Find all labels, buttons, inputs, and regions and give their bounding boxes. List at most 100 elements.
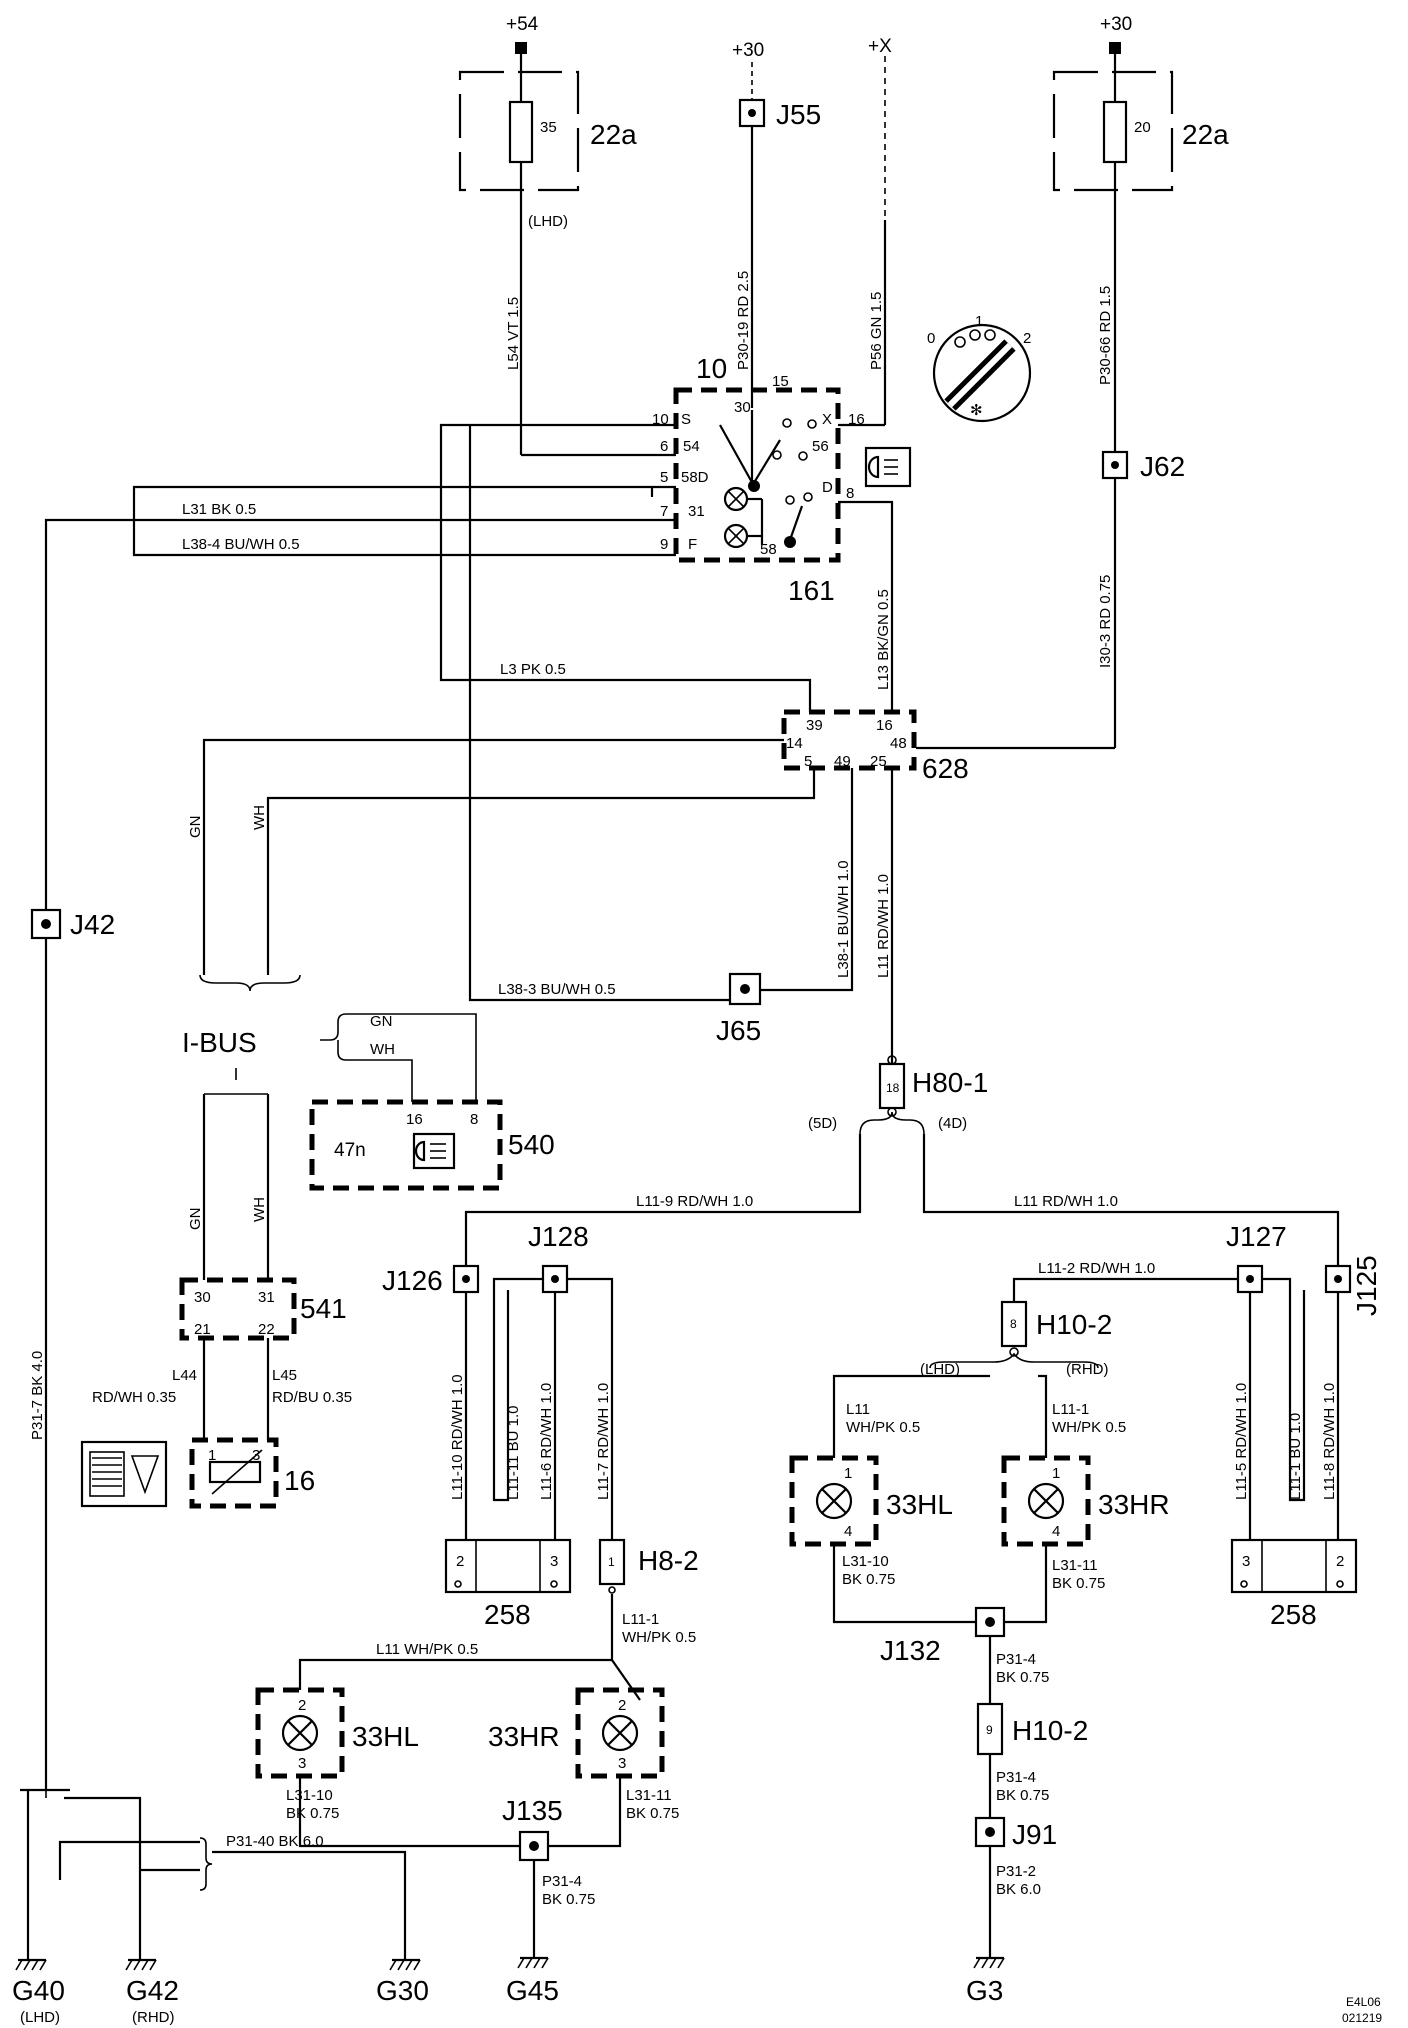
ibus-label: I-BUS [182,1027,257,1058]
svg-text:3: 3 [1242,1553,1250,1570]
junction-j62: J62 [916,450,1185,750]
svg-text:58: 58 [760,541,777,558]
supply-plus30-right: +30 [1100,14,1132,35]
lamp-33hr-lower: 2 3 33HR [488,1687,665,1779]
comp-258a-label: 258 [484,1599,531,1630]
svg-text:J126: J126 [382,1265,443,1296]
svg-text:X: X [822,411,832,428]
svg-text:(LHD): (LHD) [20,2009,60,2026]
tag-5d: (5D) [808,1115,837,1132]
wire-l38-1: L38-1 BU/WH 1.0 [835,860,852,978]
wire-l31-10b-l2: BK 0.75 [286,1805,339,1822]
h10-2-upper-label: H10-2 [1036,1309,1112,1340]
wire-p31-40: P31-40 BK 6.0 [226,1833,324,1850]
comp-540-label: 540 [508,1129,555,1160]
svg-text:25: 25 [870,753,887,770]
supply-plus30-mid: +30 [732,40,764,61]
svg-text:18: 18 [886,1081,900,1095]
ground-g30: G30 [376,1958,429,2006]
lamp-33hl-upper: 1 4 33HL [789,1455,953,1547]
wire-l11-6: L11-6 RD/WH 1.0 [538,1383,555,1500]
svg-text:16: 16 [406,1111,423,1128]
lamp-33hl-b-label: 33HL [352,1721,419,1752]
junction-j42: J42 [30,908,115,940]
wire-l11-1b-l2: WH/PK 0.5 [622,1629,696,1646]
light-switch-knob-symbol: 0 1 2 ✻ [927,313,1031,423]
junction-j55: J55 [738,98,821,130]
connector-258-right: 3 2 258 [1230,1538,1358,1630]
tag-lhd-right: (LHD) [920,1361,960,1378]
wire-l11-9: L11-9 RD/WH 1.0 [636,1193,753,1210]
svg-text:J65: J65 [716,1015,761,1046]
wire-l11-1bu: L11-1 BU 1.0 [1287,1413,1304,1500]
wire-l11-main: L11 RD/WH 1.0 [875,874,892,978]
light-switch-10: 10 161 10 S 6 54 5 58D 7 31 9 F 30 15 X … [652,353,865,606]
wire-p31-7: P31-7 BK 4.0 [29,1351,46,1440]
svg-text:J42: J42 [70,909,115,940]
comp-541-label: 541 [300,1293,347,1324]
junction-j126: J126 [382,1264,480,1296]
wire-l11-10: L11-10 RD/WH 1.0 [449,1374,466,1500]
footer-code-1: E4L06 [1346,1995,1381,2009]
h10-2-lower-label: H10-2 [1012,1715,1088,1746]
svg-text:2: 2 [618,1697,626,1714]
wire-p31-2-l2: BK 6.0 [996,1881,1041,1898]
wire-l11-1-l1: L11-1 [1052,1401,1089,1418]
wire-p31-4c-l2: BK 0.75 [542,1891,595,1908]
svg-text:G40: G40 [12,1975,65,2006]
svg-text:56: 56 [812,438,829,455]
comp-161-label: 161 [788,575,835,606]
wire-l11-1-l2: WH/PK 0.5 [1052,1419,1126,1436]
svg-text:3: 3 [252,1447,260,1464]
fuse-35-label: 35 [540,119,557,136]
wire-l31-11-l2: BK 0.75 [1052,1575,1105,1592]
svg-text:G42: G42 [126,1975,179,2006]
wire-l44-b: RD/WH 0.35 [92,1389,176,1406]
wire-l31-10-l1: L31-10 [842,1553,889,1570]
svg-text:3: 3 [618,1755,626,1772]
svg-text:22: 22 [258,1321,275,1338]
svg-text:✻: ✻ [970,402,983,419]
wire-l13: L13 BK/GN 0.5 [875,589,892,690]
svg-text:5: 5 [804,753,812,770]
junction-j127: J127 [1226,1221,1287,1294]
svg-text:5: 5 [660,469,668,486]
comp-16-label: 16 [284,1465,315,1496]
knob-pos-1: 1 [975,313,983,330]
svg-text:3: 3 [550,1553,558,1570]
svg-text:S: S [681,411,691,428]
lamp-33hr-upper: 1 4 33HR [1001,1455,1170,1547]
junction-j91: J91 [974,1816,1057,1850]
wire-540-gn: GN [370,1013,393,1030]
wire-l45-b: RD/BU 0.35 [272,1389,352,1406]
wire-p31-4a-l1: P31-4 [996,1651,1036,1668]
knob-pos-0: 0 [927,330,935,347]
svg-text:J135: J135 [502,1795,563,1826]
svg-text:21: 21 [194,1321,211,1338]
ground-g3: G3 [966,1956,1005,2006]
wire-p30-19: P30-19 RD 2.5 [735,271,752,370]
svg-text:(RHD): (RHD) [132,2009,175,2026]
junction-j125: J125 [1324,1255,1382,1316]
connector-h10-2-upper: 8 H10-2 (LHD) (RHD) [920,1300,1112,1378]
wire-p30-66: P30-66 RD 1.5 [1097,286,1114,385]
wire-l45-a: L45 [272,1367,297,1384]
svg-text:3: 3 [298,1755,306,1772]
wire-l31-11-l1: L31-11 [1052,1557,1098,1574]
svg-text:F: F [688,536,697,553]
lamp-33hr-b-label: 33HR [488,1721,560,1752]
wire-gn-lower: GN [187,1208,204,1231]
connector-h80-1: 18 H80-1 (5D) (4D) [808,1055,988,1135]
wire-l11-2: L11-2 RD/WH 1.0 [1038,1260,1155,1277]
lamp-33hl-a-label: 33HL [886,1489,953,1520]
wire-l54: L54 VT 1.5 [505,297,522,370]
svg-text:39: 39 [806,717,823,734]
wire-l31-10b-l1: L31-10 [286,1787,333,1804]
svg-text:J55: J55 [776,99,821,130]
wire-l11-right: L11 RD/WH 1.0 [1014,1193,1118,1210]
tag-4d: (4D) [938,1115,967,1132]
svg-text:31: 31 [688,503,705,520]
svg-text:30: 30 [734,399,751,416]
wire-p31-4b-l1: P31-4 [996,1769,1036,1786]
